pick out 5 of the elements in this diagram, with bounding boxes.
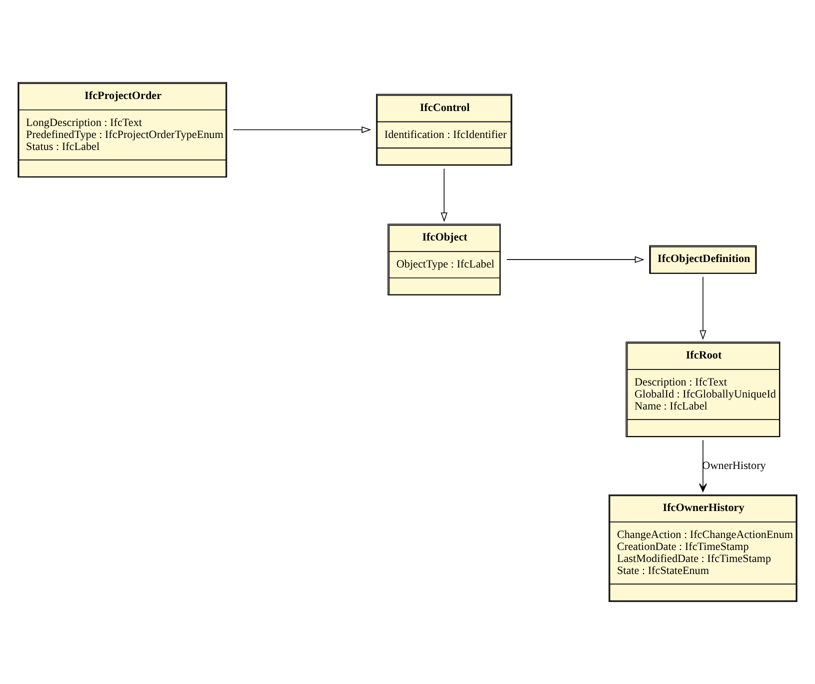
arrow [232,126,372,134]
arrow [698,440,707,492]
arrow [440,168,448,222]
arrow [506,256,644,263]
arrow [700,276,706,340]
